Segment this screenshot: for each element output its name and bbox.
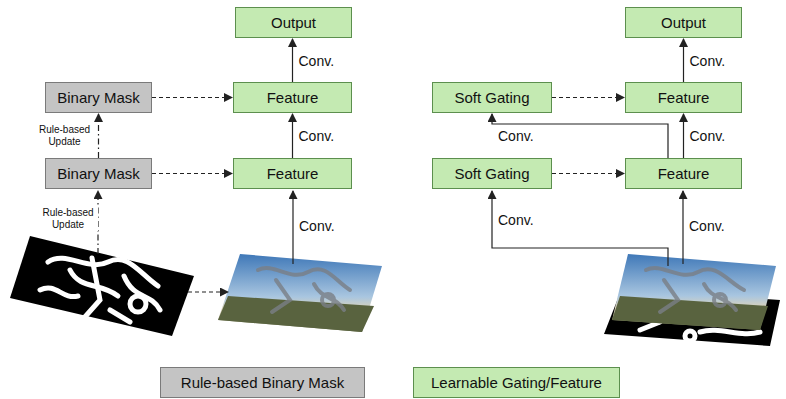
- mask-box: Binary Mask: [45, 82, 152, 113]
- edge-label: Conv.: [689, 53, 727, 69]
- edge-label: Conv.: [689, 128, 727, 144]
- box-label: Feature: [652, 89, 716, 106]
- edge-label: Conv.: [298, 53, 336, 69]
- box-label: Output: [655, 14, 712, 31]
- feature-box: Feature: [233, 158, 352, 189]
- box-label: Feature: [261, 165, 325, 182]
- feature-box: Feature: [625, 158, 742, 189]
- box-label: Soft Gating: [448, 89, 535, 106]
- dashed-arrow: [98, 114, 99, 158]
- box-label: Feature: [261, 89, 325, 106]
- feature-box: Feature: [233, 82, 352, 113]
- box-label: Output: [265, 14, 322, 31]
- conv-line: [492, 191, 668, 266]
- conv-label: Conv.: [298, 218, 336, 234]
- conv-label: Conv.: [497, 212, 535, 228]
- dashed-arrow: [552, 173, 624, 174]
- conv-arrow: [492, 114, 668, 158]
- conv-arrow: [292, 114, 293, 158]
- feature-box: Output: [625, 7, 742, 38]
- mask-image: [10, 236, 194, 336]
- feature-box: Output: [235, 7, 352, 38]
- edge-label: Conv.: [497, 128, 535, 144]
- photo-image: [612, 254, 776, 330]
- conv-arrow: [292, 39, 293, 82]
- dashed-arrow: [152, 97, 232, 98]
- legend-text: Rule-based Binary Mask: [175, 374, 350, 391]
- dashed-arrow: [152, 173, 232, 174]
- mask-box: Binary Mask: [45, 158, 152, 189]
- feature-box: Soft Gating: [432, 158, 552, 189]
- conv-arrow: [683, 39, 684, 82]
- conv-arrow: [683, 114, 684, 158]
- box-label: Binary Mask: [51, 165, 146, 182]
- feature-box: Feature: [625, 82, 742, 113]
- photo-image: [218, 254, 382, 332]
- dashed-arrow: [552, 97, 624, 98]
- legend-swatch: Rule-based Binary Mask: [160, 367, 365, 398]
- feature-box: Soft Gating: [432, 82, 552, 113]
- edge-label: Conv.: [298, 128, 336, 144]
- conv-line: [292, 191, 293, 264]
- mask-to-photo-line: [188, 291, 228, 292]
- conv-label: Rule-based Update: [38, 207, 98, 231]
- box-label: Binary Mask: [51, 89, 146, 106]
- legend-text: Learnable Gating/Feature: [425, 374, 608, 391]
- conv-line: [682, 191, 683, 264]
- box-label: Soft Gating: [448, 165, 535, 182]
- box-label: Feature: [652, 165, 716, 182]
- conv-label: Conv.: [688, 218, 726, 234]
- legend-swatch: Learnable Gating/Feature: [413, 367, 620, 398]
- edge-label: Rule-based Update: [35, 124, 95, 148]
